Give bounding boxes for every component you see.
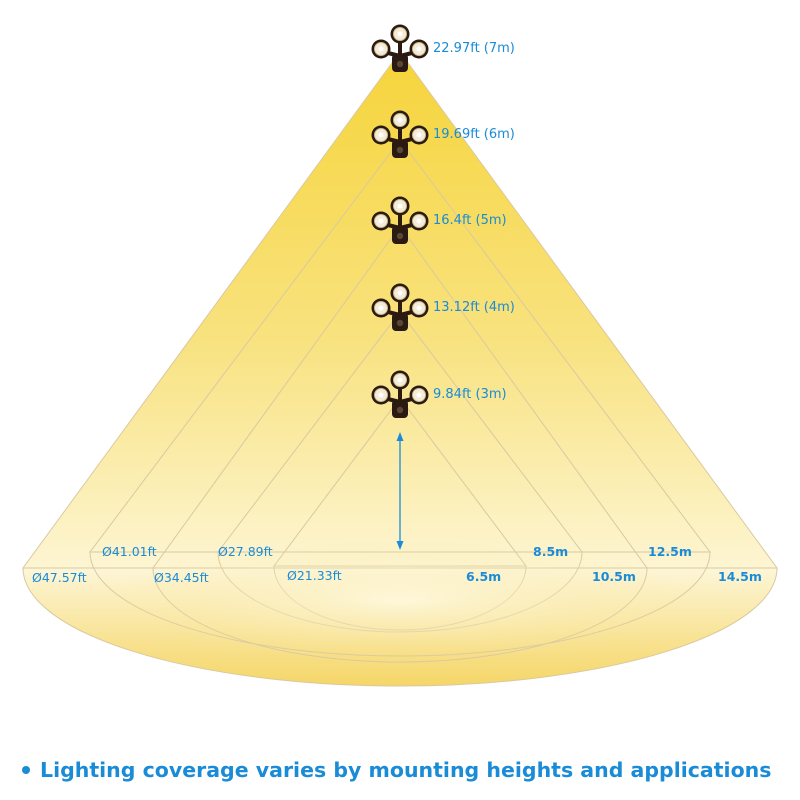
lamp-head-icon [371, 385, 391, 405]
footer-text: Lighting coverage varies by mounting hei… [40, 758, 772, 782]
lamp-head-icon [409, 125, 429, 145]
height-arrow [396, 432, 404, 550]
floodlight-fixture-icon [371, 283, 429, 331]
lamp-head-icon [409, 385, 429, 405]
height-label-7m: 22.97ft (7m) [433, 41, 515, 56]
lamp-head-icon [409, 39, 429, 59]
footer-note: Lighting coverage varies by mounting hei… [22, 752, 792, 788]
diameter-label-3m: Ø21.33ft [287, 568, 342, 583]
diameter-label-7m: Ø47.57ft [32, 570, 87, 585]
diameter-label-4m: Ø27.89ft [218, 544, 273, 559]
diameter-label-5m: Ø34.45ft [154, 570, 209, 585]
lamp-head-icon [390, 370, 410, 390]
radius-label-4m: 8.5m [533, 544, 568, 559]
height-label-6m: 19.69ft (6m) [433, 127, 515, 142]
lamp-head-icon [371, 298, 391, 318]
height-label-3m: 9.84ft (3m) [433, 387, 507, 402]
floodlight-fixture-icon [371, 110, 429, 158]
floor-glow [100, 540, 700, 660]
radius-label-6m: 12.5m [648, 544, 692, 559]
lamp-head-icon [390, 24, 410, 44]
radius-label-7m: 14.5m [718, 569, 762, 584]
bullet-icon [22, 766, 30, 774]
radius-label-5m: 10.5m [592, 569, 636, 584]
lamp-head-icon [390, 196, 410, 216]
diameter-label-6m: Ø41.01ft [102, 544, 157, 559]
fixtures-layer [371, 24, 429, 418]
lamp-head-icon [390, 110, 410, 130]
height-label-5m: 16.4ft (5m) [433, 213, 507, 228]
lamp-head-icon [371, 125, 391, 145]
floodlight-fixture-icon [371, 196, 429, 244]
floodlight-fixture-icon [371, 370, 429, 418]
lamp-head-icon [390, 283, 410, 303]
lamp-head-icon [371, 39, 391, 59]
lamp-head-icon [409, 298, 429, 318]
lamp-head-icon [371, 211, 391, 231]
radius-label-3m: 6.5m [466, 569, 501, 584]
floodlight-fixture-icon [371, 24, 429, 72]
height-label-4m: 13.12ft (4m) [433, 300, 515, 315]
light-cones [22, 51, 778, 687]
lamp-head-icon [409, 211, 429, 231]
